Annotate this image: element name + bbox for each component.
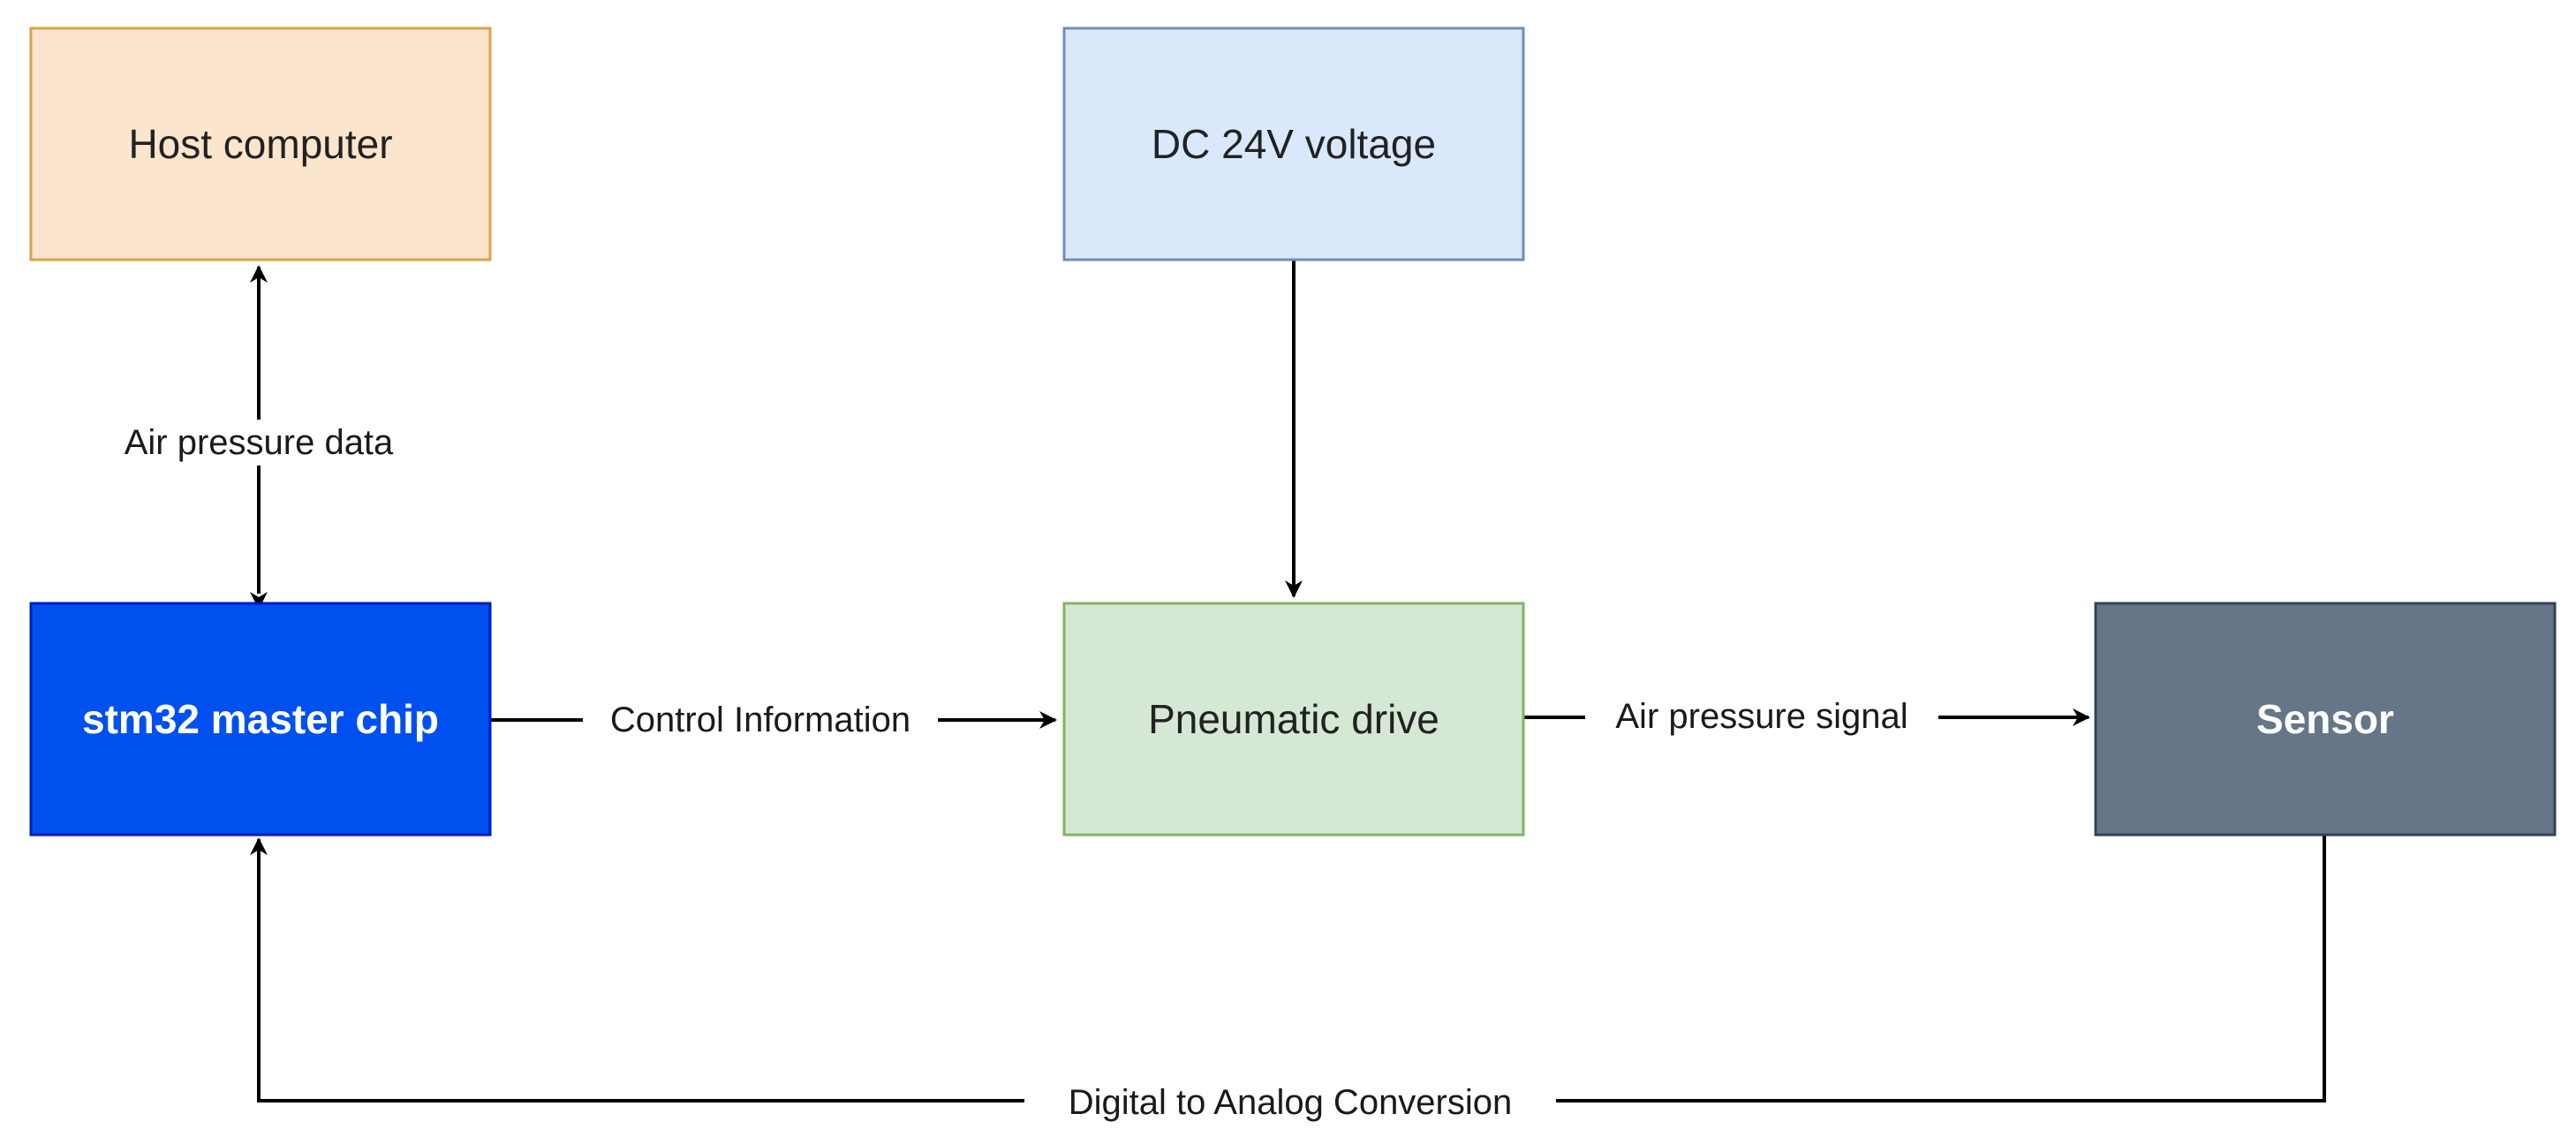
edge-air-pressure-signal: Air pressure signal <box>1523 693 2090 741</box>
node-pneumatic-drive: Pneumatic drive <box>1062 602 1525 837</box>
node-label-host-computer: Host computer <box>128 121 392 167</box>
node-box <box>1062 602 1525 837</box>
edge-label-digital-to-analog: Digital to Analog Conversion <box>1069 1083 1513 1122</box>
node-label-stm32-master-chip: stm32 master chip <box>82 696 439 742</box>
edge-label-background <box>1585 693 1938 741</box>
edge-label-background <box>88 420 428 466</box>
edge-label-air-pressure-signal: Air pressure signal <box>1615 697 1907 736</box>
node-label-pneumatic-drive: Pneumatic drive <box>1148 696 1439 742</box>
edge-line <box>250 835 2326 1102</box>
edge-air-pressure-data: Air pressure data <box>88 265 428 610</box>
edge-label-background <box>583 696 938 744</box>
edge-control-information: Control Information <box>491 696 1057 744</box>
node-dc-voltage: DC 24V voltage <box>1062 27 1525 261</box>
node-box <box>29 27 492 261</box>
edge-label-background <box>1024 1078 1556 1125</box>
edge-label-control-information: Control Information <box>610 701 910 739</box>
node-label-sensor: Sensor <box>2256 696 2394 742</box>
node-box <box>2094 602 2557 837</box>
edge-label-air-pressure-data: Air pressure data <box>125 423 394 462</box>
node-host-computer: Host computer <box>29 27 492 261</box>
edge-digital-to-analog: Digital to Analog Conversion <box>250 835 2326 1125</box>
node-label-dc-voltage: DC 24V voltage <box>1152 121 1436 167</box>
node-box <box>1062 27 1525 261</box>
node-sensor: Sensor <box>2094 602 2557 837</box>
node-stm32-master-chip: stm32 master chip <box>29 602 492 837</box>
node-box <box>29 602 492 837</box>
